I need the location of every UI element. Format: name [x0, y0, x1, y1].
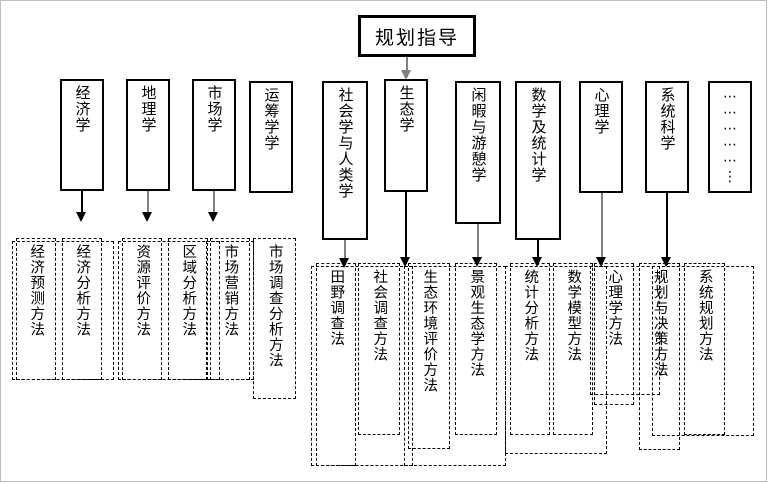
method-box-eco-env-eval[interactable]: 生态环境评价方法 [408, 263, 450, 449]
method-group-sociology [311, 266, 413, 466]
arrowhead-psychology [596, 257, 606, 267]
connector-systems-to-methods [666, 193, 668, 265]
method-label-landscape-eco: 景观生态学方法 [468, 269, 485, 378]
discipline-box-geography[interactable]: 地理学 [126, 79, 170, 191]
root-box-planning-guidance[interactable]: 规划指导 [358, 15, 476, 57]
method-box-field-survey[interactable]: 田野调查法 [316, 263, 356, 466]
method-box-social-survey[interactable]: 社会调查方法 [358, 263, 400, 435]
method-label-system-plan: 系统规划方法 [696, 269, 713, 362]
method-box-stat-analysis[interactable]: 统计分析方法 [510, 263, 550, 435]
discipline-label-geography: 地理学 [139, 85, 158, 133]
method-label-market-survey: 市场调查分析方法 [266, 244, 283, 368]
method-box-econ-analysis[interactable]: 经济分析方法 [62, 238, 102, 380]
discipline-box-marketing[interactable]: 市场学 [192, 79, 236, 191]
method-label-regional: 区域分析方法 [180, 244, 197, 337]
method-label-market-mkt: 市场营销方法 [222, 244, 239, 337]
discipline-box-mathstat[interactable]: 数学及统计学 [515, 81, 561, 240]
method-box-market-mkt[interactable]: 市场营销方法 [210, 238, 250, 380]
arrowhead-marketing [208, 212, 218, 222]
method-box-market-survey[interactable]: 市场调查分析方法 [253, 238, 296, 399]
connector-sociology-to-methods [344, 240, 346, 265]
discipline-label-more: ⋯⋯⋯⋯⋯⋮ [722, 89, 738, 185]
discipline-label-economics: 经济学 [73, 85, 92, 133]
method-box-regional[interactable]: 区域分析方法 [168, 238, 208, 380]
connector-mathstat-to-methods [537, 240, 539, 265]
discipline-label-operations: 运筹学学 [262, 87, 281, 151]
method-box-econ-forecast[interactable]: 经济预测方法 [16, 238, 56, 380]
arrowhead-systems [661, 257, 671, 267]
method-label-math-model: 数学模型方法 [565, 269, 582, 362]
method-box-system-plan[interactable]: 系统规划方法 [684, 263, 725, 435]
discipline-label-marketing: 市场学 [205, 85, 224, 133]
connector-leisure-to-methods [477, 224, 479, 264]
arrowhead-ecology [400, 257, 410, 267]
discipline-box-economics[interactable]: 经济学 [60, 79, 104, 191]
method-label-plan-decision: 规划与决策方法 [651, 269, 668, 378]
discipline-label-psychology: 心理学 [592, 87, 611, 135]
discipline-label-mathstat: 数学及统计学 [529, 87, 548, 183]
arrowhead-leisure [472, 257, 482, 267]
method-box-plan-decision[interactable]: 规划与决策方法 [639, 263, 680, 450]
connector-root-to-ecology [406, 57, 408, 77]
method-label-psych-method: 心理学方法 [606, 269, 623, 347]
method-group-psychology [590, 266, 660, 395]
arrowhead-economics [76, 212, 86, 222]
discipline-box-ecology[interactable]: 生态学 [384, 79, 428, 192]
connector-psychology-to-methods [601, 193, 603, 265]
discipline-box-leisure[interactable]: 闲暇与游憩学 [455, 81, 501, 224]
connector-marketing-to-methods [213, 191, 215, 219]
method-label-resource-eval: 资源评价方法 [134, 244, 151, 337]
arrowhead-root-to-ecology [401, 70, 411, 80]
connector-geography-to-methods [147, 191, 149, 219]
method-label-econ-forecast: 经济预测方法 [28, 244, 45, 337]
discipline-label-ecology: 生态学 [397, 85, 416, 133]
discipline-box-operations[interactable]: 运筹学学 [249, 81, 293, 193]
discipline-label-systems: 系统科学 [658, 87, 677, 151]
method-box-psych-method[interactable]: 心理学方法 [594, 263, 634, 405]
arrowhead-mathstat [532, 257, 542, 267]
method-label-stat-analysis: 统计分析方法 [522, 269, 539, 362]
method-box-landscape-eco[interactable]: 景观生态学方法 [455, 263, 497, 435]
connector-economics-to-methods [81, 191, 83, 219]
method-box-resource-eval[interactable]: 资源评价方法 [122, 238, 162, 380]
discipline-box-systems[interactable]: 系统科学 [645, 81, 689, 193]
discipline-box-more[interactable]: ⋯⋯⋯⋯⋯⋮ [708, 81, 752, 193]
root-box-label: 规划指导 [374, 26, 459, 49]
method-label-social-survey: 社会调查方法 [371, 269, 388, 362]
method-group-mathstat [505, 266, 607, 454]
discipline-label-sociology: 社会学与人类学 [336, 87, 355, 199]
connector-ecology-to-methods [405, 192, 407, 264]
method-group-systems [652, 266, 754, 436]
discipline-label-leisure: 闲暇与游憩学 [469, 87, 488, 183]
arrowhead-geography [142, 212, 152, 222]
method-label-field-survey: 田野调查法 [328, 269, 345, 347]
discipline-box-sociology[interactable]: 社会学与人类学 [322, 81, 368, 240]
method-label-econ-analysis: 经济分析方法 [74, 244, 91, 337]
method-box-math-model[interactable]: 数学模型方法 [553, 263, 593, 435]
method-label-eco-env-eval: 生态环境评价方法 [421, 269, 438, 393]
discipline-box-psychology[interactable]: 心理学 [579, 81, 623, 193]
